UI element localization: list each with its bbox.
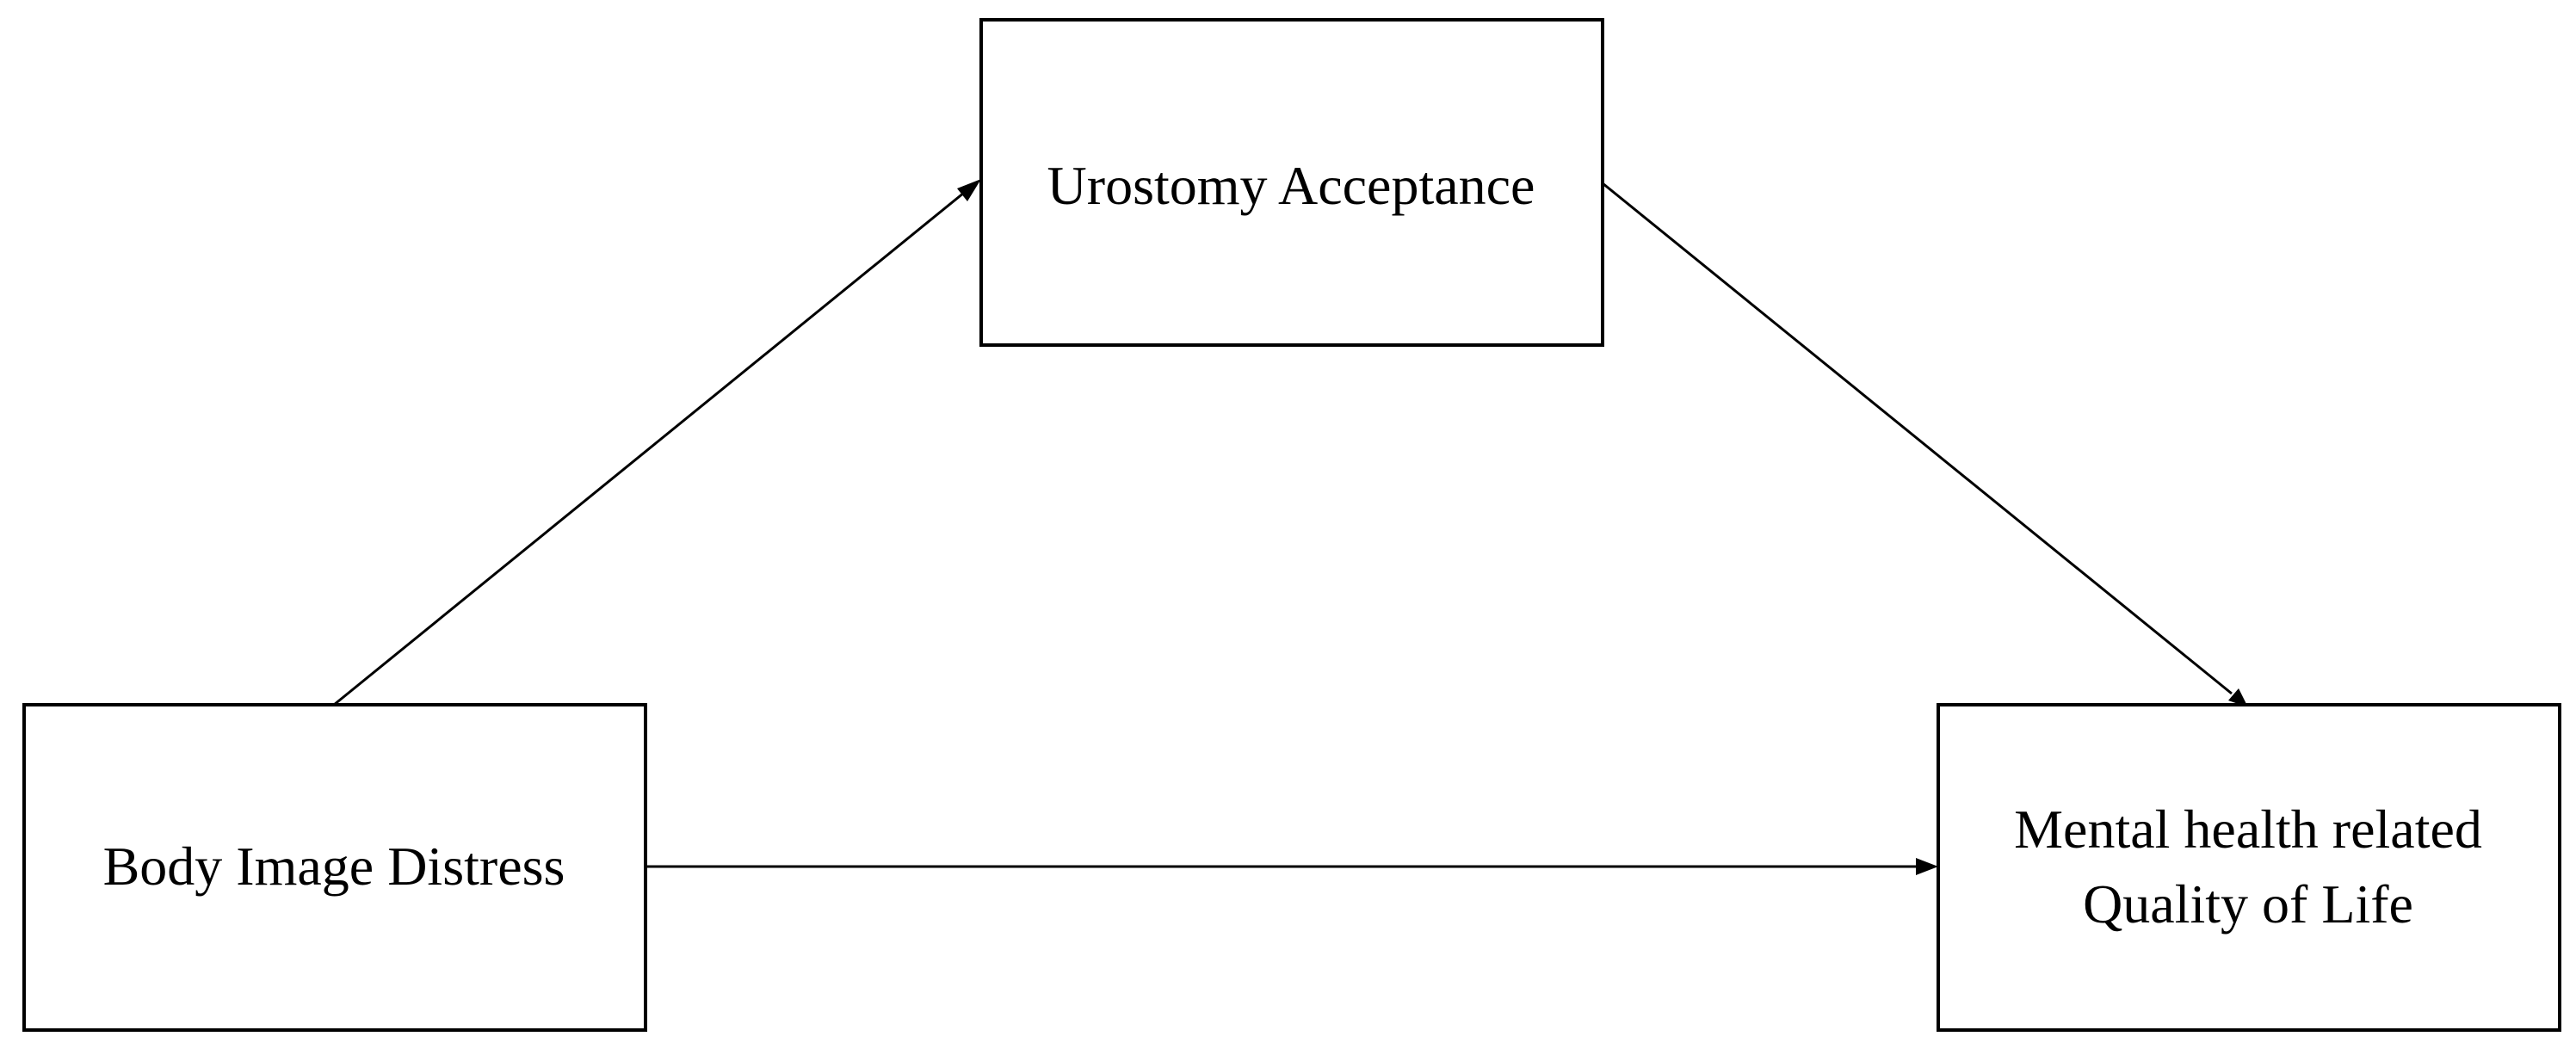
arrowhead-icon [957, 179, 981, 201]
edge-mediator-to-outcome [1602, 182, 2248, 707]
edge-predictor-to-outcome [647, 858, 1938, 875]
node-label-line1: Mental health related [2014, 799, 2482, 860]
arrowhead-icon [2228, 688, 2248, 707]
arrowhead-icon [1916, 858, 1938, 875]
node-urostomy-acceptance: Urostomy Acceptance [979, 18, 1604, 347]
node-mental-health-qol: Mental health related Quality of Life [1937, 703, 2561, 1032]
node-body-image-distress: Body Image Distress [22, 703, 647, 1032]
node-label: Urostomy Acceptance [1047, 155, 1535, 216]
node-label: Body Image Distress [103, 836, 565, 897]
node-box [979, 18, 1604, 347]
node-label-line2: Quality of Life [2083, 873, 2413, 935]
edge-predictor-to-mediator [333, 179, 981, 706]
node-box [22, 703, 647, 1032]
node-box [1937, 703, 2561, 1032]
